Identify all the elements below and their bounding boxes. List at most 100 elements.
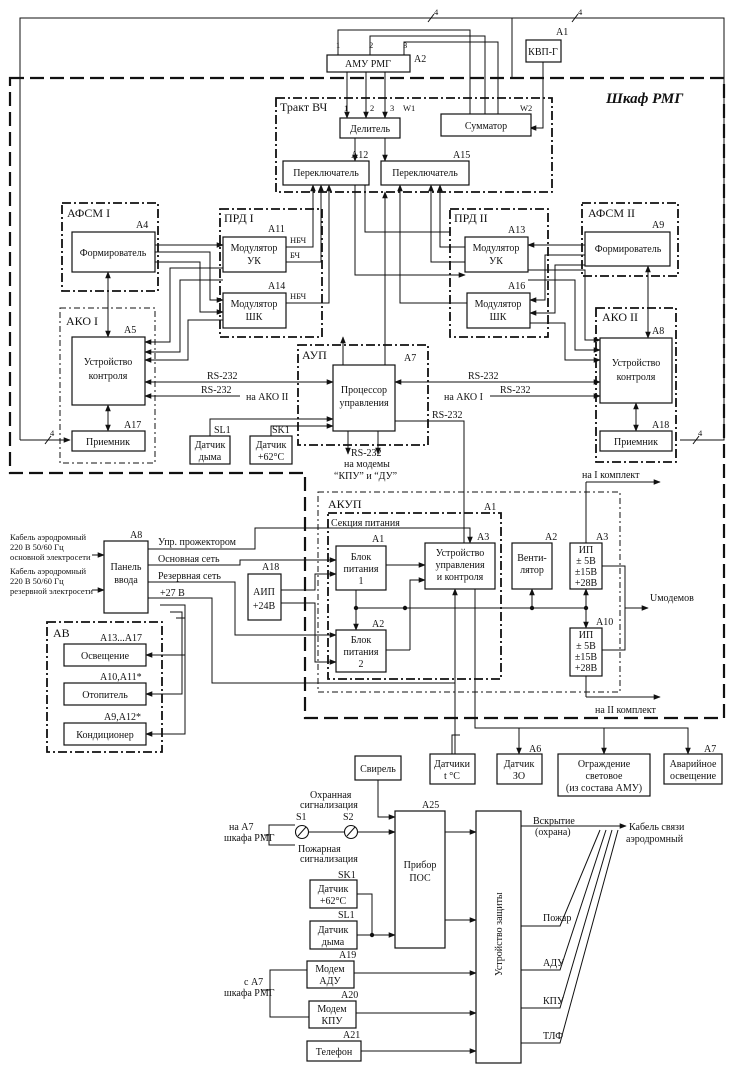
- pos-line1: Прибор: [404, 860, 437, 871]
- pos-sl1: SL1: [338, 910, 355, 921]
- prd1-group: [219, 208, 323, 338]
- ako1-rx-ref: A17: [124, 420, 141, 431]
- out-open-line1: Вскрытие: [533, 816, 575, 827]
- out-fire: Пожар: [543, 913, 571, 924]
- fence-line1: Ограждение: [578, 759, 631, 770]
- afsm2-group: [581, 202, 679, 277]
- panel-box: [103, 540, 149, 614]
- pos-sk1: SK1: [338, 870, 356, 881]
- zo-line2: ЗО: [513, 771, 525, 782]
- prd2-shk-line2: ШК: [490, 312, 507, 323]
- ip2-box: [569, 627, 603, 677]
- fence-line2: световое: [586, 771, 624, 782]
- av-heat-ref: A10,A11*: [100, 672, 142, 683]
- bus-count-top-1: 4: [434, 7, 439, 17]
- power-section-label: Секция питания: [331, 518, 400, 529]
- ako1-ctrl-box: [71, 336, 146, 406]
- ako2-ctrl-ref: A8: [652, 326, 664, 337]
- modems-line1: на модемы: [344, 459, 390, 470]
- afsm2-former-label: Формирователь: [595, 244, 662, 255]
- ip1-line4: +28В: [575, 578, 598, 589]
- trakt-port-2: 2: [370, 103, 374, 113]
- prd2-title: ПРД II: [454, 211, 488, 225]
- aip-line1: АИП: [253, 587, 275, 598]
- fan-ref: A2: [545, 532, 557, 543]
- ako1-ctrl-line1: Устройство: [84, 357, 133, 368]
- bp1-line3: 1: [359, 576, 364, 587]
- ip1-line3: ±15В: [575, 567, 597, 578]
- cabinet-title: Шкаф РМГ: [605, 91, 684, 107]
- s-a7-line1: с А7: [244, 977, 263, 988]
- bp2-box: [335, 629, 387, 673]
- processor-line1: Процессор: [341, 385, 387, 396]
- akup-ctrl-line1: Устройство: [436, 548, 485, 559]
- aip-line2: +24В: [253, 601, 276, 612]
- prd1-bch: БЧ: [290, 250, 300, 260]
- aip-ref: A18: [262, 562, 279, 573]
- ako2-ctrl-line1: Устройство: [612, 358, 661, 369]
- telephone-label: Телефон: [316, 1047, 353, 1058]
- aup-group: [297, 344, 429, 446]
- ako2-ctrl-box: [599, 337, 673, 404]
- pos-ref: A25: [422, 800, 439, 811]
- ako1-ctrl-ref: A5: [124, 325, 136, 336]
- ako1-title: АКО I: [66, 314, 98, 328]
- switch2-label: Переключатель: [392, 168, 458, 179]
- fence-line3: (из состава АМУ): [566, 783, 642, 794]
- av-title: АВ: [53, 626, 70, 640]
- trakt-w1: W1: [403, 103, 415, 113]
- aup-sk1: SK1: [272, 425, 290, 436]
- adu-ref: A19: [339, 950, 356, 961]
- out-open-line2: (охрана): [535, 827, 571, 838]
- amu-to-summator-2: [369, 35, 486, 114]
- amu-port-2: 2: [369, 40, 373, 50]
- pos-box: [394, 810, 446, 949]
- av-heat-label: Отопитель: [82, 690, 128, 701]
- guard-line1: Охранная: [310, 790, 352, 801]
- rs232-left-2: RS-232: [201, 385, 232, 396]
- trakt-port-3: 3: [390, 103, 394, 113]
- pos-temp-line1: Датчик: [318, 884, 349, 895]
- prd2-uk-ref: A13: [508, 225, 525, 236]
- ako2-rx-label: Приемник: [614, 437, 658, 448]
- to-ako1-label: на АКО I: [444, 392, 483, 403]
- aup-temp-line1: Датчик: [256, 440, 287, 451]
- s1-label: S1: [296, 812, 307, 823]
- aup-temp-box: [249, 435, 293, 465]
- ako2-title: АКО II: [602, 310, 638, 324]
- pos-smoke-line2: дыма: [322, 937, 345, 948]
- guard-line2: сигнализация: [300, 800, 358, 811]
- panel-line1: Панель: [110, 562, 141, 573]
- to-ako2-label: на АКО II: [246, 392, 288, 403]
- emerg-line2: освещение: [670, 771, 717, 782]
- divider-box: [339, 117, 401, 139]
- switch1-ref: A12: [351, 150, 368, 161]
- to-komplekt-2: на II комплект: [595, 705, 656, 716]
- protection-label: Устройство защиты: [494, 892, 505, 976]
- ip2-ref: A10: [596, 617, 613, 628]
- aup-smoke-line2: дыма: [199, 452, 222, 463]
- amu-label: АМУ РМГ: [345, 59, 391, 70]
- modems-line2: “КПУ” и “ДУ”: [334, 471, 397, 482]
- panel-ref: A8: [130, 530, 142, 541]
- cable2-line1: Кабель аэродромный: [10, 566, 87, 576]
- modem-kpu-line1: Модем: [317, 1004, 347, 1015]
- afsm1-former-label: Формирователь: [80, 248, 147, 259]
- rs232-modems: RS-232: [351, 448, 382, 459]
- bp1-line1: Блок: [351, 552, 372, 563]
- cable2-line2: 220 В 50/60 Гц: [10, 576, 64, 586]
- aip-box: [247, 573, 282, 621]
- ip1-line1: ИП: [579, 545, 593, 556]
- cable1-line3: основной электросети: [10, 552, 91, 562]
- emerg-ref: A7: [704, 744, 716, 755]
- bus-count-top-2: 4: [578, 7, 583, 17]
- prd2-group: [449, 208, 549, 338]
- cable1-line2: 220 В 50/60 Гц: [10, 542, 64, 552]
- rs232-akup: RS-232: [432, 410, 463, 421]
- svirel-label: Свирель: [360, 764, 396, 775]
- fan-line1: Венти-: [517, 553, 547, 564]
- reserve-net-label: Резервная сеть: [158, 571, 221, 582]
- bp2-ref: A2: [372, 619, 384, 630]
- trakt-port-1: 1: [344, 103, 348, 113]
